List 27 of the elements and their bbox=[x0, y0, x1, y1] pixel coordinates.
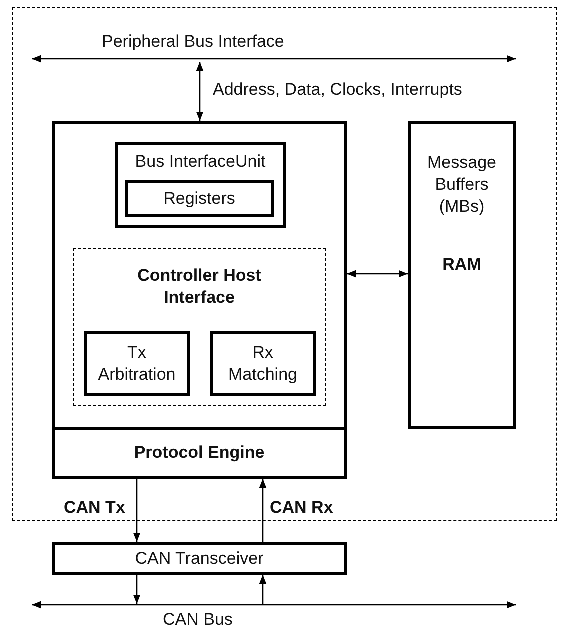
arrow bbox=[133, 575, 141, 604]
block-label: Protocol Engine bbox=[134, 442, 265, 464]
bus-label: Peripheral Bus Interface bbox=[102, 32, 284, 52]
edge-label: Address, Data, Clocks, Interrupts bbox=[211, 80, 464, 100]
arrow bbox=[259, 575, 267, 604]
block-label: Rx Matching bbox=[228, 342, 298, 386]
block-box bbox=[125, 180, 274, 217]
arrow bbox=[347, 270, 408, 278]
arrow bbox=[133, 479, 141, 542]
block-label: Tx Arbitration bbox=[97, 342, 177, 386]
block-label: Controller Host Interface bbox=[136, 265, 262, 309]
block-label: Registers bbox=[164, 188, 236, 210]
block-box bbox=[84, 331, 190, 396]
block-box bbox=[210, 331, 316, 396]
arrow bbox=[196, 62, 204, 121]
outer-dashed-box bbox=[12, 7, 557, 521]
block-label: CAN Transceiver bbox=[135, 548, 264, 570]
ram-block bbox=[408, 121, 516, 429]
block-label: Bus InterfaceUnit bbox=[135, 151, 266, 173]
block-label: Message Buffers (MBs) bbox=[426, 152, 498, 218]
bus-label: CAN Bus bbox=[163, 610, 233, 630]
block-box bbox=[52, 542, 347, 575]
arrow bbox=[259, 479, 267, 542]
block-label: RAM bbox=[442, 254, 482, 276]
dashed-group-box bbox=[73, 248, 326, 406]
block-box bbox=[115, 142, 286, 228]
module-box bbox=[52, 121, 347, 479]
